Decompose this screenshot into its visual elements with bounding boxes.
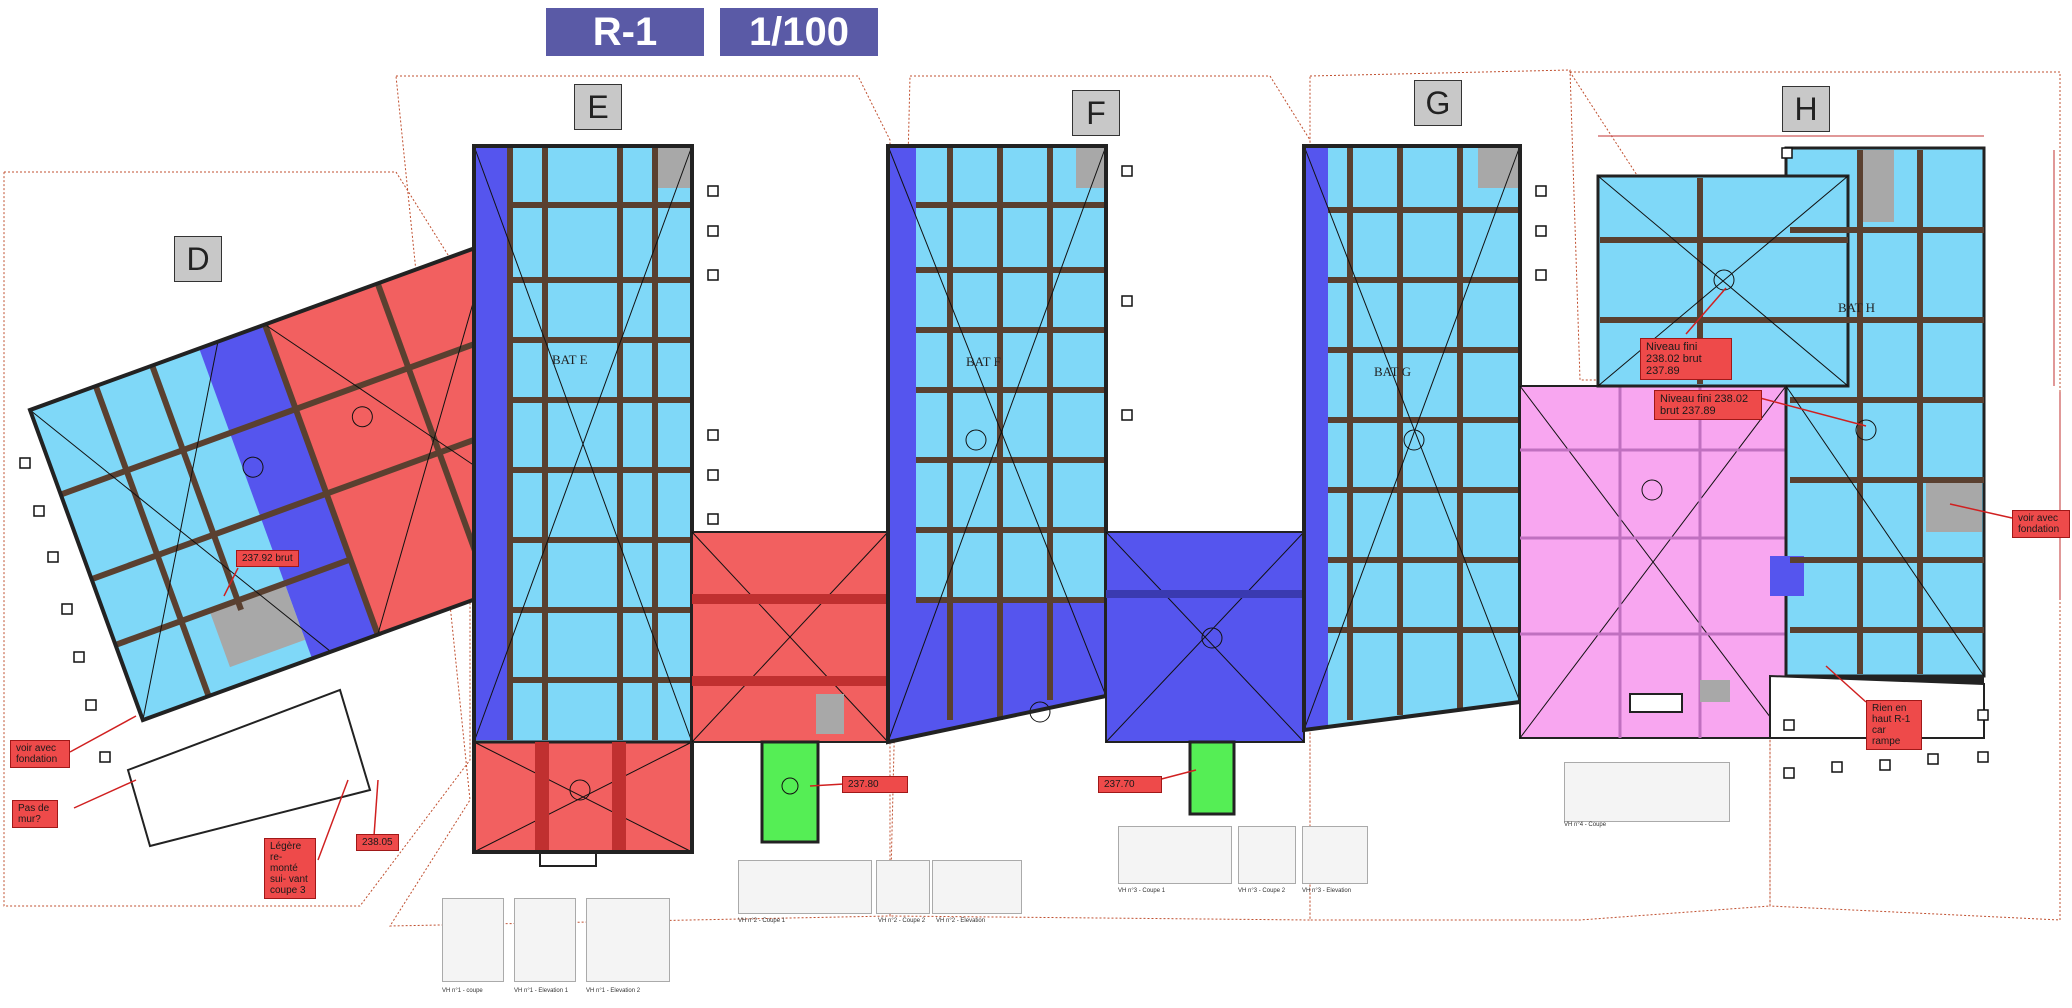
thumbnail-caption: VH n°2 - Elevation (936, 918, 986, 924)
building-label-e: E (574, 84, 622, 130)
note-level-237-80: 237.80 (842, 776, 908, 793)
pink-zone (1519, 385, 1787, 739)
thumbnail-vh4-coupe (1564, 762, 1730, 822)
thumbnail-caption: VH n°1 - Elevation 2 (586, 988, 641, 994)
thumbnail-caption: VH n°4 - Coupe (1564, 822, 1607, 828)
building-label-f: F (1072, 90, 1120, 136)
thumbnail-vh1-elevation2 (586, 898, 670, 982)
thumbnail-caption: VH n°1 - Elevation 1 (514, 988, 569, 994)
corridor-e-f (691, 531, 889, 844)
note-legere-remonte: Légère re- monté sui- vant coupe 3 (264, 838, 316, 899)
thumbnail-caption: VH n°2 - Coupe 1 (738, 918, 786, 924)
thumbnail-vh2-coupe1 (738, 860, 872, 914)
thumbnail-vh2-coupe2 (876, 860, 930, 914)
thumbnail-caption: VH n°3 - Elevation (1302, 888, 1352, 894)
thumbnail-vh1-elevation1 (514, 898, 576, 982)
bat-label-h: BAT H (1838, 300, 1875, 315)
thumbnail-vh3-elevation (1302, 826, 1368, 884)
note-pas-de-mur: Pas de mur? (12, 800, 58, 828)
corridor-f-g (1105, 531, 1305, 816)
bat-label-f: BAT F (966, 354, 1001, 369)
callout-arrows (69, 287, 2013, 861)
note-level-d: 237.92 brut (236, 550, 299, 567)
note-rien-en-haut: Rien en haut R-1 car rampe (1866, 700, 1922, 750)
thumbnail-vh2-elevation (932, 860, 1022, 914)
note-level-238-05: 238.05 (356, 834, 399, 851)
note-voir-fondation-left: voir avec fondation (10, 740, 70, 768)
thumbnail-caption: VH n°3 - Coupe 2 (1238, 888, 1286, 894)
thumbnail-vh3-coupe2 (1238, 826, 1296, 884)
thumbnail-caption: VH n°1 - coupe (442, 988, 483, 994)
building-f-plan (886, 144, 1108, 745)
note-level-237-70: 237.70 (1098, 776, 1162, 793)
building-g-plan (1302, 144, 1522, 733)
thumbnail-caption: VH n°3 - Coupe 1 (1118, 888, 1166, 894)
building-label-h: H (1782, 86, 1830, 132)
bat-label-e: BAT E (552, 352, 588, 367)
thumbnail-caption: VH n°2 - Coupe 2 (878, 918, 926, 924)
thumbnail-vh3-coupe1 (1118, 826, 1232, 884)
building-label-d: D (174, 236, 222, 282)
building-label-g: G (1414, 80, 1462, 126)
scale-label: 1/100 (720, 8, 878, 56)
thumbnail-vh1-coupe (442, 898, 504, 982)
note-niveau-h-top: Niveau fini 238.02 brut 237.89 (1640, 338, 1732, 380)
bat-label-g: BAT G (1374, 364, 1411, 379)
note-voir-fondation-right: voir avec fondation (2012, 510, 2070, 538)
column-markers (19, 147, 1989, 779)
note-niveau-h-mid: Niveau fini 238.02 brut 237.89 (1654, 390, 1762, 420)
building-h-plan (1596, 135, 2061, 739)
building-d-plan (27, 239, 606, 723)
level-label: R-1 (546, 8, 704, 56)
building-e-plan (472, 144, 694, 867)
